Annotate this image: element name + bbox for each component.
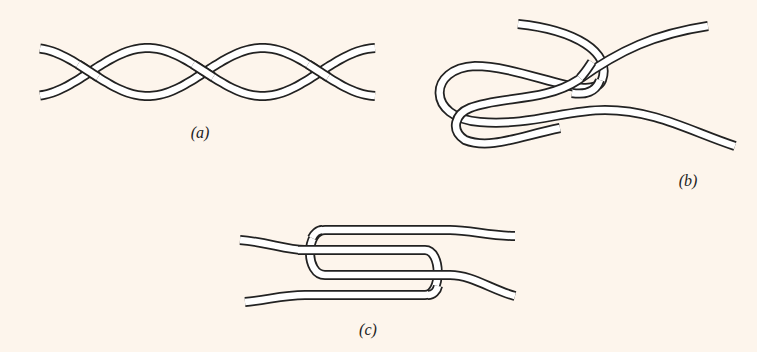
rope-crossing	[580, 62, 592, 78]
rope-outline	[425, 270, 448, 280]
rope-outline	[572, 80, 600, 94]
figure-a	[40, 48, 375, 96]
rope-crossing	[312, 230, 322, 238]
rope-outline	[308, 64, 328, 77]
rope-outline	[440, 24, 735, 146]
rope-body	[580, 62, 592, 78]
rope-body	[40, 48, 375, 96]
rope-outline	[310, 230, 515, 296]
rope-outline	[40, 48, 375, 96]
rope-crossing	[78, 64, 98, 77]
rope-body	[440, 24, 735, 146]
figure-label: (c)	[359, 322, 377, 338]
rope-outline	[40, 48, 375, 96]
rope-outline	[298, 245, 322, 255]
rope-body	[428, 286, 438, 295]
rope-strand	[440, 24, 735, 146]
rope-body	[298, 247, 322, 254]
rope-body	[193, 64, 213, 77]
rope-strand	[40, 48, 375, 96]
rope-body	[78, 64, 98, 77]
rope-body	[40, 48, 375, 96]
rope-crossing	[572, 80, 600, 94]
rope-strand	[456, 26, 708, 143]
rope-outline	[78, 64, 98, 77]
rope-crossing	[193, 64, 213, 77]
rope-outline	[456, 26, 708, 143]
rope-body	[456, 26, 708, 143]
rope-body	[425, 272, 448, 279]
rope-outline	[580, 62, 592, 78]
rope-outline	[428, 286, 438, 295]
rope-body	[572, 80, 600, 94]
rope-body	[310, 230, 515, 296]
rope-crossing	[298, 250, 322, 251]
rope-strand	[310, 230, 515, 296]
rope-crossing	[428, 286, 438, 295]
rope-outline	[312, 230, 322, 238]
rope-body	[308, 64, 328, 77]
rope-body	[312, 230, 322, 238]
rope-crossing	[425, 275, 448, 276]
figure-c	[240, 230, 515, 302]
rope-strand	[40, 48, 375, 96]
figure-label: (a)	[191, 125, 210, 141]
figure-b	[440, 24, 735, 146]
rope-outline	[193, 64, 213, 77]
rope-crossing	[308, 64, 328, 77]
figure-label: (b)	[679, 173, 698, 189]
